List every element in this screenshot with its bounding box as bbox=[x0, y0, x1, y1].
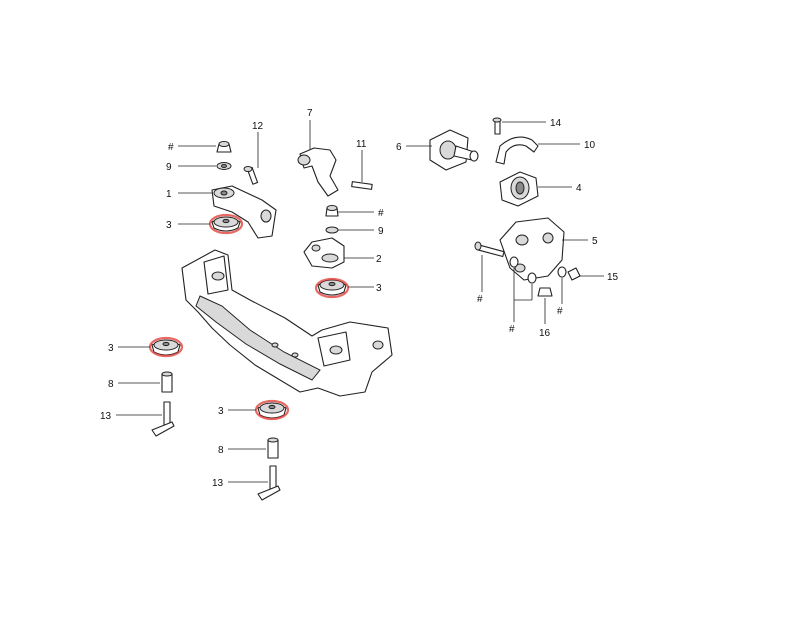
bolt-12 bbox=[243, 166, 259, 185]
sleeve-8-left bbox=[161, 371, 173, 393]
callout-13-left: 13 bbox=[100, 411, 112, 422]
callout-13-bottom: 13 bbox=[212, 478, 224, 489]
callout-3-bottom: 3 bbox=[218, 406, 224, 417]
bolt-13-left bbox=[151, 401, 175, 437]
rubber-mount-3-bottom bbox=[254, 399, 290, 421]
nut-right bbox=[325, 205, 339, 217]
callout-3-left: 3 bbox=[108, 343, 114, 354]
bushing-4 bbox=[499, 171, 539, 207]
callout-2: 2 bbox=[376, 254, 382, 265]
callout-labels: # 9 12 1 3 7 11 # 9 2 3 6 14 10 4 5 15 #… bbox=[100, 108, 619, 489]
callout-15: 15 bbox=[607, 272, 619, 283]
bolt-13-bottom bbox=[257, 465, 281, 501]
callout-12: 12 bbox=[252, 121, 264, 132]
washer-hash-5-a bbox=[509, 256, 519, 268]
leader-lines bbox=[116, 120, 604, 483]
callout-hash-2: # bbox=[378, 208, 384, 219]
callout-7: 7 bbox=[307, 108, 313, 119]
mount-bracket-2 bbox=[303, 237, 345, 269]
callout-8-left: 8 bbox=[108, 379, 114, 390]
bolt-14 bbox=[492, 117, 502, 135]
subframe-crossmember bbox=[181, 249, 393, 397]
washer-9-right bbox=[325, 226, 339, 234]
rubber-mount-3-left bbox=[148, 336, 184, 358]
callout-1: 1 bbox=[166, 189, 172, 200]
clamp-10 bbox=[495, 136, 539, 165]
nut-16 bbox=[537, 287, 553, 297]
rubber-mount-3-top bbox=[208, 213, 244, 235]
callout-9-right: 9 bbox=[378, 226, 384, 237]
flange-6 bbox=[429, 129, 479, 171]
callout-6: 6 bbox=[396, 142, 402, 153]
washer-9-left bbox=[216, 162, 232, 170]
nut-left-top bbox=[216, 141, 232, 153]
callout-4: 4 bbox=[576, 183, 582, 194]
mount-bracket-1 bbox=[211, 185, 277, 239]
bolt-11 bbox=[351, 181, 373, 190]
bolt-hash-5-left bbox=[474, 241, 505, 258]
callout-hash-3: # bbox=[477, 294, 483, 305]
callout-8-bottom: 8 bbox=[218, 445, 224, 456]
mount-bracket-7 bbox=[297, 147, 339, 197]
rubber-mount-3-right bbox=[314, 277, 350, 299]
callout-11: 11 bbox=[356, 139, 367, 150]
nut-15 bbox=[567, 267, 581, 281]
callout-hash-5: # bbox=[557, 306, 563, 317]
mount-bracket-5 bbox=[499, 217, 565, 281]
washer-hash-5-b bbox=[527, 272, 537, 284]
callout-5: 5 bbox=[592, 236, 598, 247]
callout-hash-1: # bbox=[168, 142, 174, 153]
callout-16: 16 bbox=[539, 328, 551, 339]
callout-hash-4: # bbox=[509, 324, 515, 335]
callout-9-left: 9 bbox=[166, 162, 172, 173]
callout-14: 14 bbox=[550, 118, 562, 129]
callout-3-top: 3 bbox=[166, 220, 172, 231]
washer-hash-right bbox=[557, 266, 567, 278]
callout-3-right: 3 bbox=[376, 283, 382, 294]
callout-10: 10 bbox=[584, 140, 596, 151]
sleeve-8-bottom bbox=[267, 437, 279, 459]
